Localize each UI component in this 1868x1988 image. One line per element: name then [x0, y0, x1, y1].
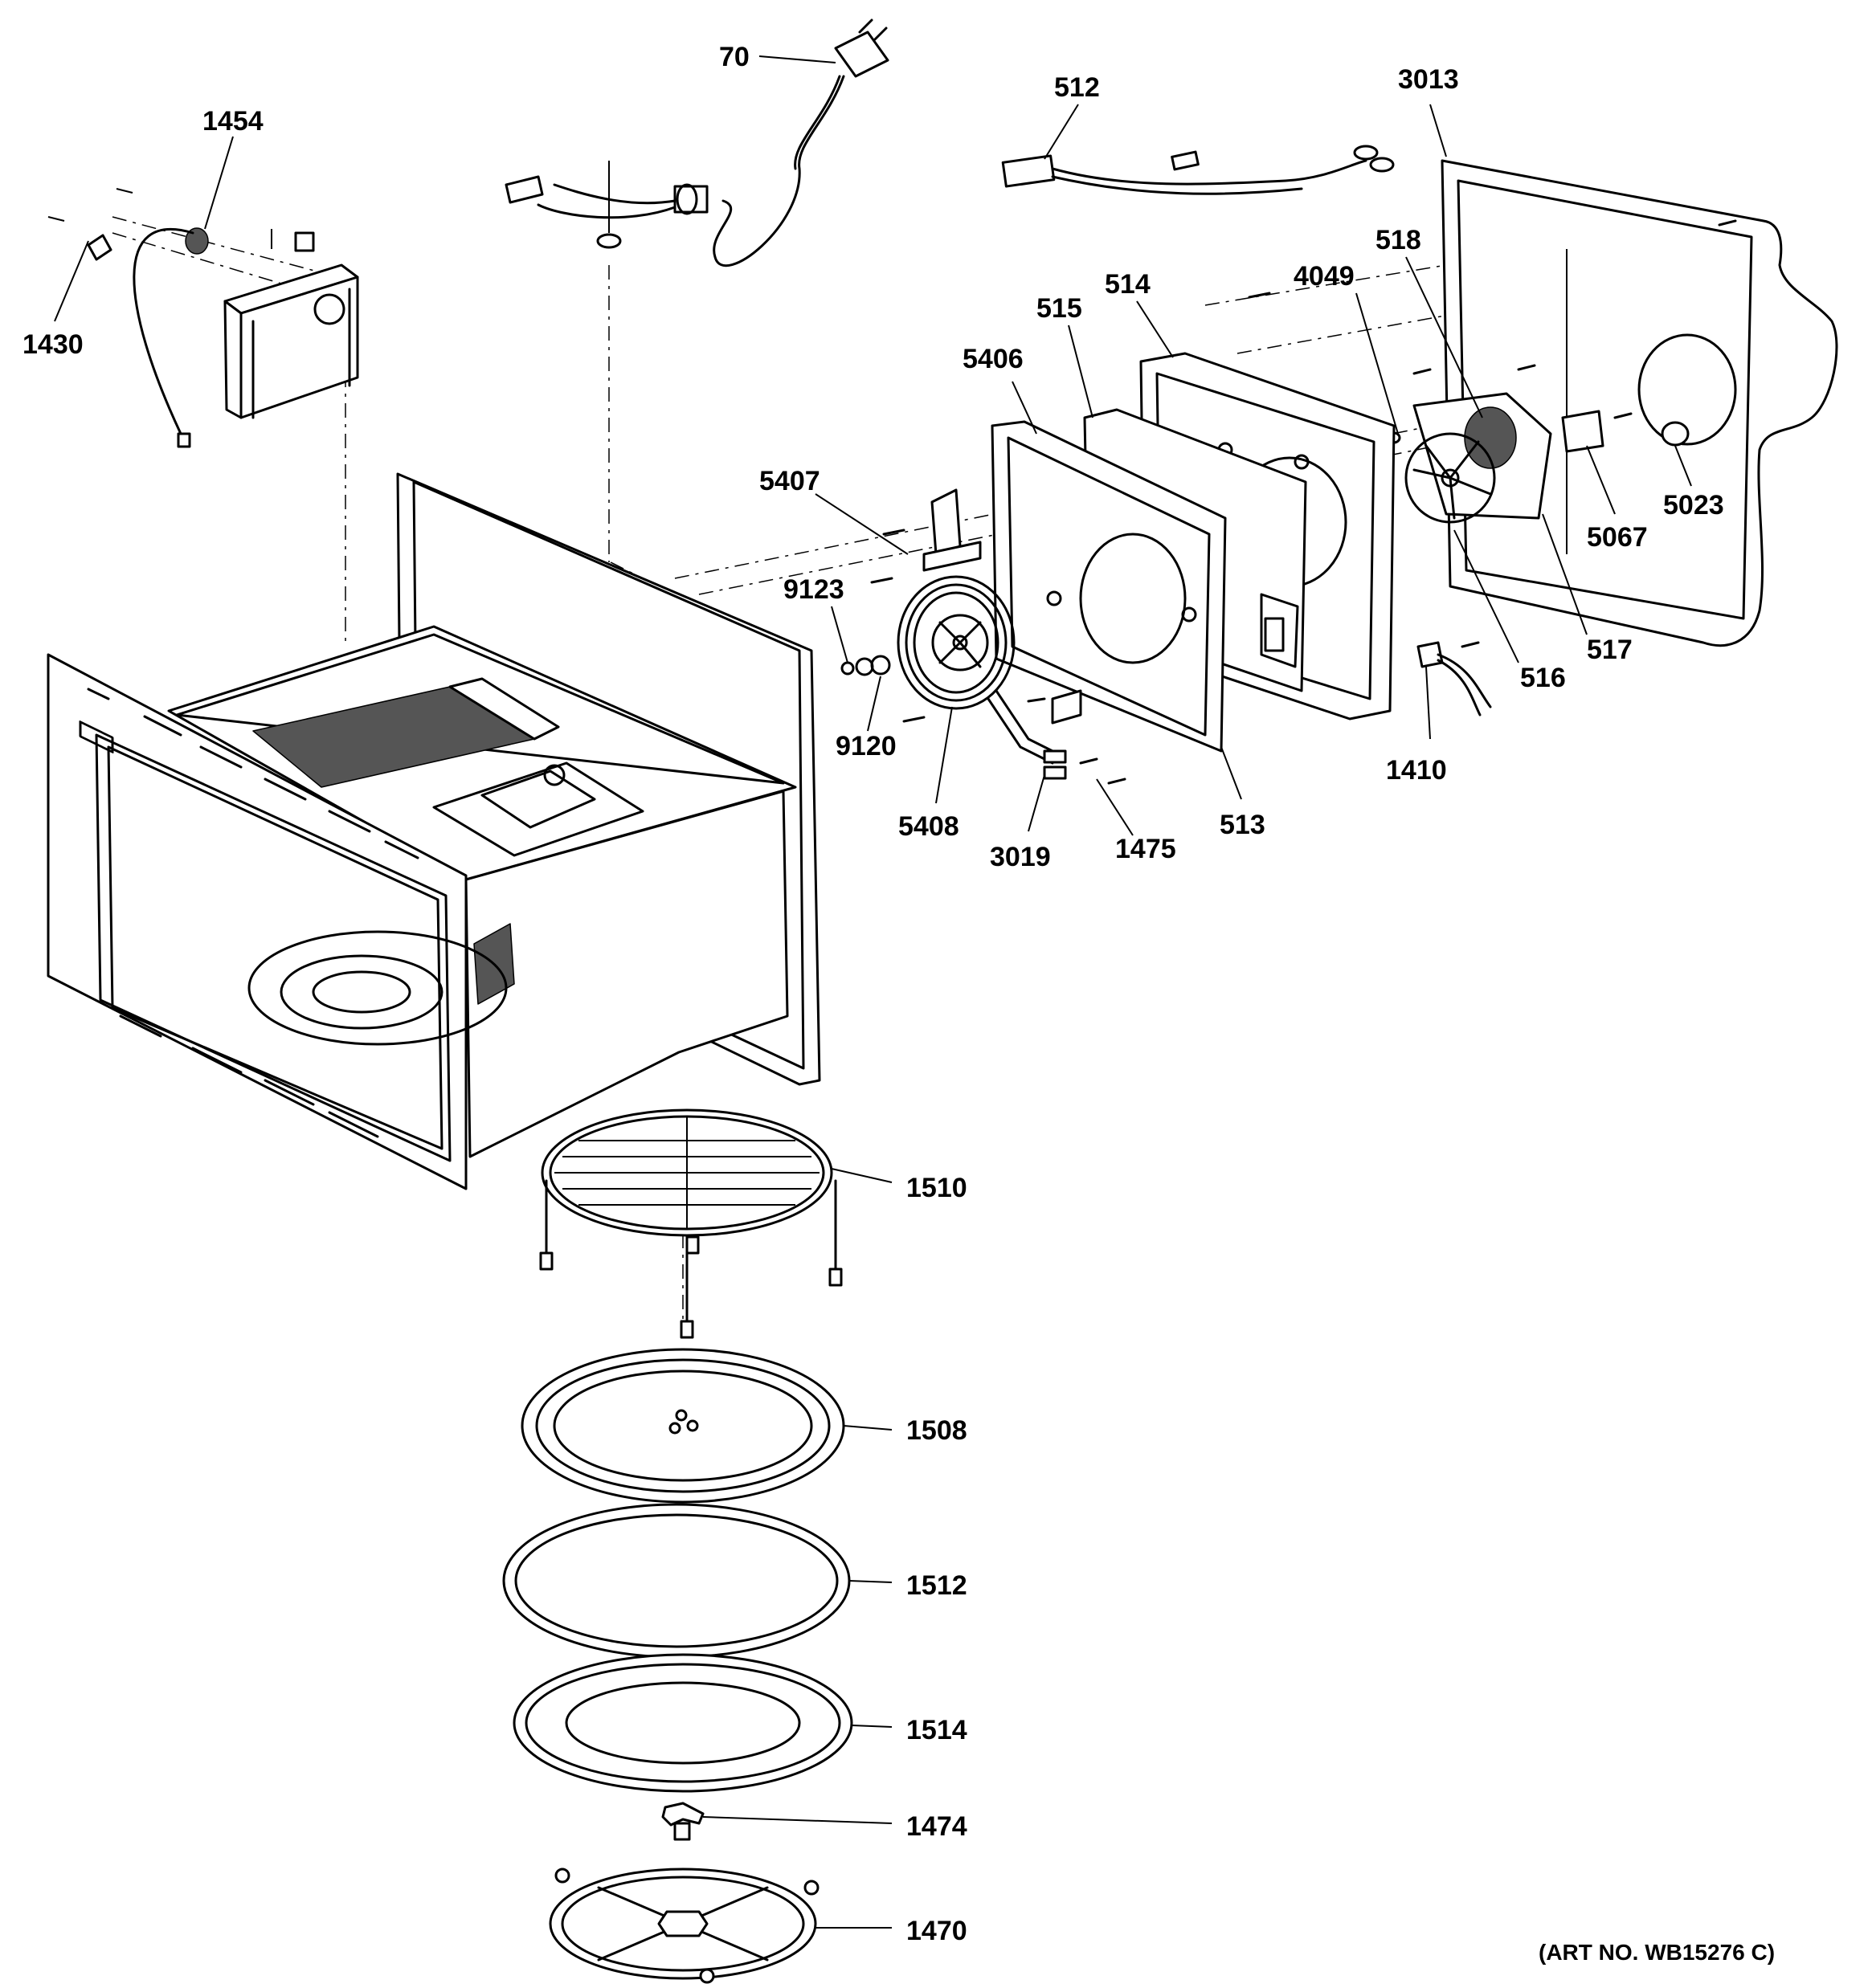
callout-518: 518 — [1375, 225, 1421, 255]
callout-517: 517 — [1587, 635, 1633, 665]
callout-3019: 3019 — [990, 842, 1051, 872]
callout-1512: 1512 — [906, 1570, 967, 1601]
oven-cavity — [47, 472, 821, 1190]
callout-1510: 1510 — [906, 1173, 967, 1203]
callout-5407: 5407 — [759, 466, 820, 496]
fan-assembly — [1387, 392, 1690, 524]
callout-1470: 1470 — [906, 1916, 967, 1946]
panel-5406 — [991, 420, 1227, 753]
heating-element — [840, 488, 1082, 780]
callout-5406: 5406 — [963, 344, 1024, 374]
callout-1410: 1410 — [1386, 755, 1447, 786]
coupler — [661, 1802, 705, 1841]
art-number: (ART NO. WB15276 C) — [1539, 1940, 1775, 1965]
callout-9120: 9120 — [836, 731, 897, 761]
callout-1508: 1508 — [906, 1415, 967, 1446]
callout-labels: 70 512 3013 1454 1430 518 4049 514 515 5… — [22, 42, 1775, 1965]
callout-1454: 1454 — [202, 106, 264, 137]
power-cord — [505, 18, 889, 267]
callout-513: 513 — [1220, 810, 1265, 840]
glass-tray — [521, 1348, 845, 1504]
callout-1475: 1475 — [1115, 834, 1176, 864]
callout-5067: 5067 — [1587, 522, 1648, 553]
callout-9123: 9123 — [783, 574, 844, 605]
callout-3013: 3013 — [1398, 64, 1459, 95]
sensor-1410 — [1416, 641, 1492, 716]
callout-1430: 1430 — [22, 329, 84, 360]
callout-1474: 1474 — [906, 1811, 967, 1842]
callout-515: 515 — [1036, 293, 1082, 324]
sensor-bracket — [47, 188, 359, 448]
callout-512: 512 — [1054, 72, 1100, 103]
callout-516: 516 — [1520, 663, 1566, 693]
callout-5408: 5408 — [898, 811, 959, 842]
callout-514: 514 — [1105, 269, 1151, 300]
screws — [870, 219, 1737, 785]
oven-rack — [539, 1108, 843, 1339]
callout-5023: 5023 — [1663, 490, 1724, 520]
turntable-plate — [513, 1653, 853, 1793]
leader-lines — [54, 55, 1692, 1929]
rear-cover-3013 — [1441, 159, 1838, 647]
wire-harness — [1001, 145, 1395, 195]
roller-ring — [549, 1868, 820, 1984]
callout-1514: 1514 — [906, 1715, 967, 1745]
callout-4049: 4049 — [1294, 261, 1355, 292]
tray-ring — [502, 1503, 851, 1659]
callout-70: 70 — [719, 42, 750, 72]
